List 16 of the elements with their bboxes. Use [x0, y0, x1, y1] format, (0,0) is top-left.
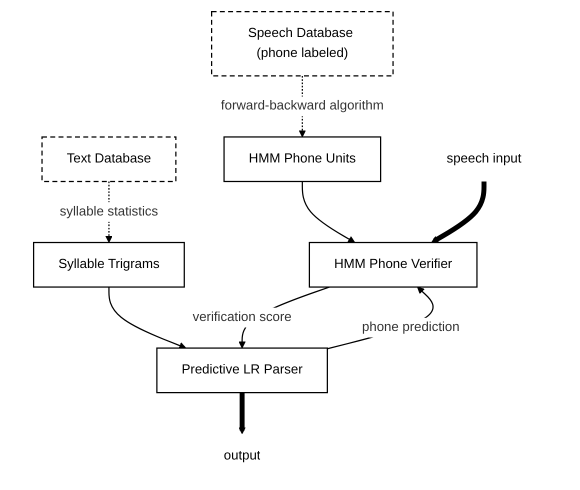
node-text: speech input — [446, 152, 522, 166]
arrow — [108, 287, 186, 350]
arrow — [238, 392, 246, 434]
node-box: Predictive LR Parser — [156, 347, 328, 394]
edge-label: forward-backward algorithm — [221, 99, 384, 114]
edge-label: phone prediction — [362, 320, 460, 334]
node-box: HMM Phone Verifier — [308, 242, 478, 288]
node-box: Syllable Trigrams — [33, 242, 185, 288]
node-text: output — [224, 448, 261, 463]
edge-label: syllable statistics — [60, 204, 158, 219]
edge-label: verification score — [192, 310, 292, 324]
arrow — [302, 182, 356, 243]
node-box: Text Database — [42, 136, 177, 182]
node-box: HMM Phone Units — [224, 136, 382, 182]
node-box: Speech Database (phone labeled) — [211, 10, 394, 77]
arrow — [431, 182, 487, 243]
